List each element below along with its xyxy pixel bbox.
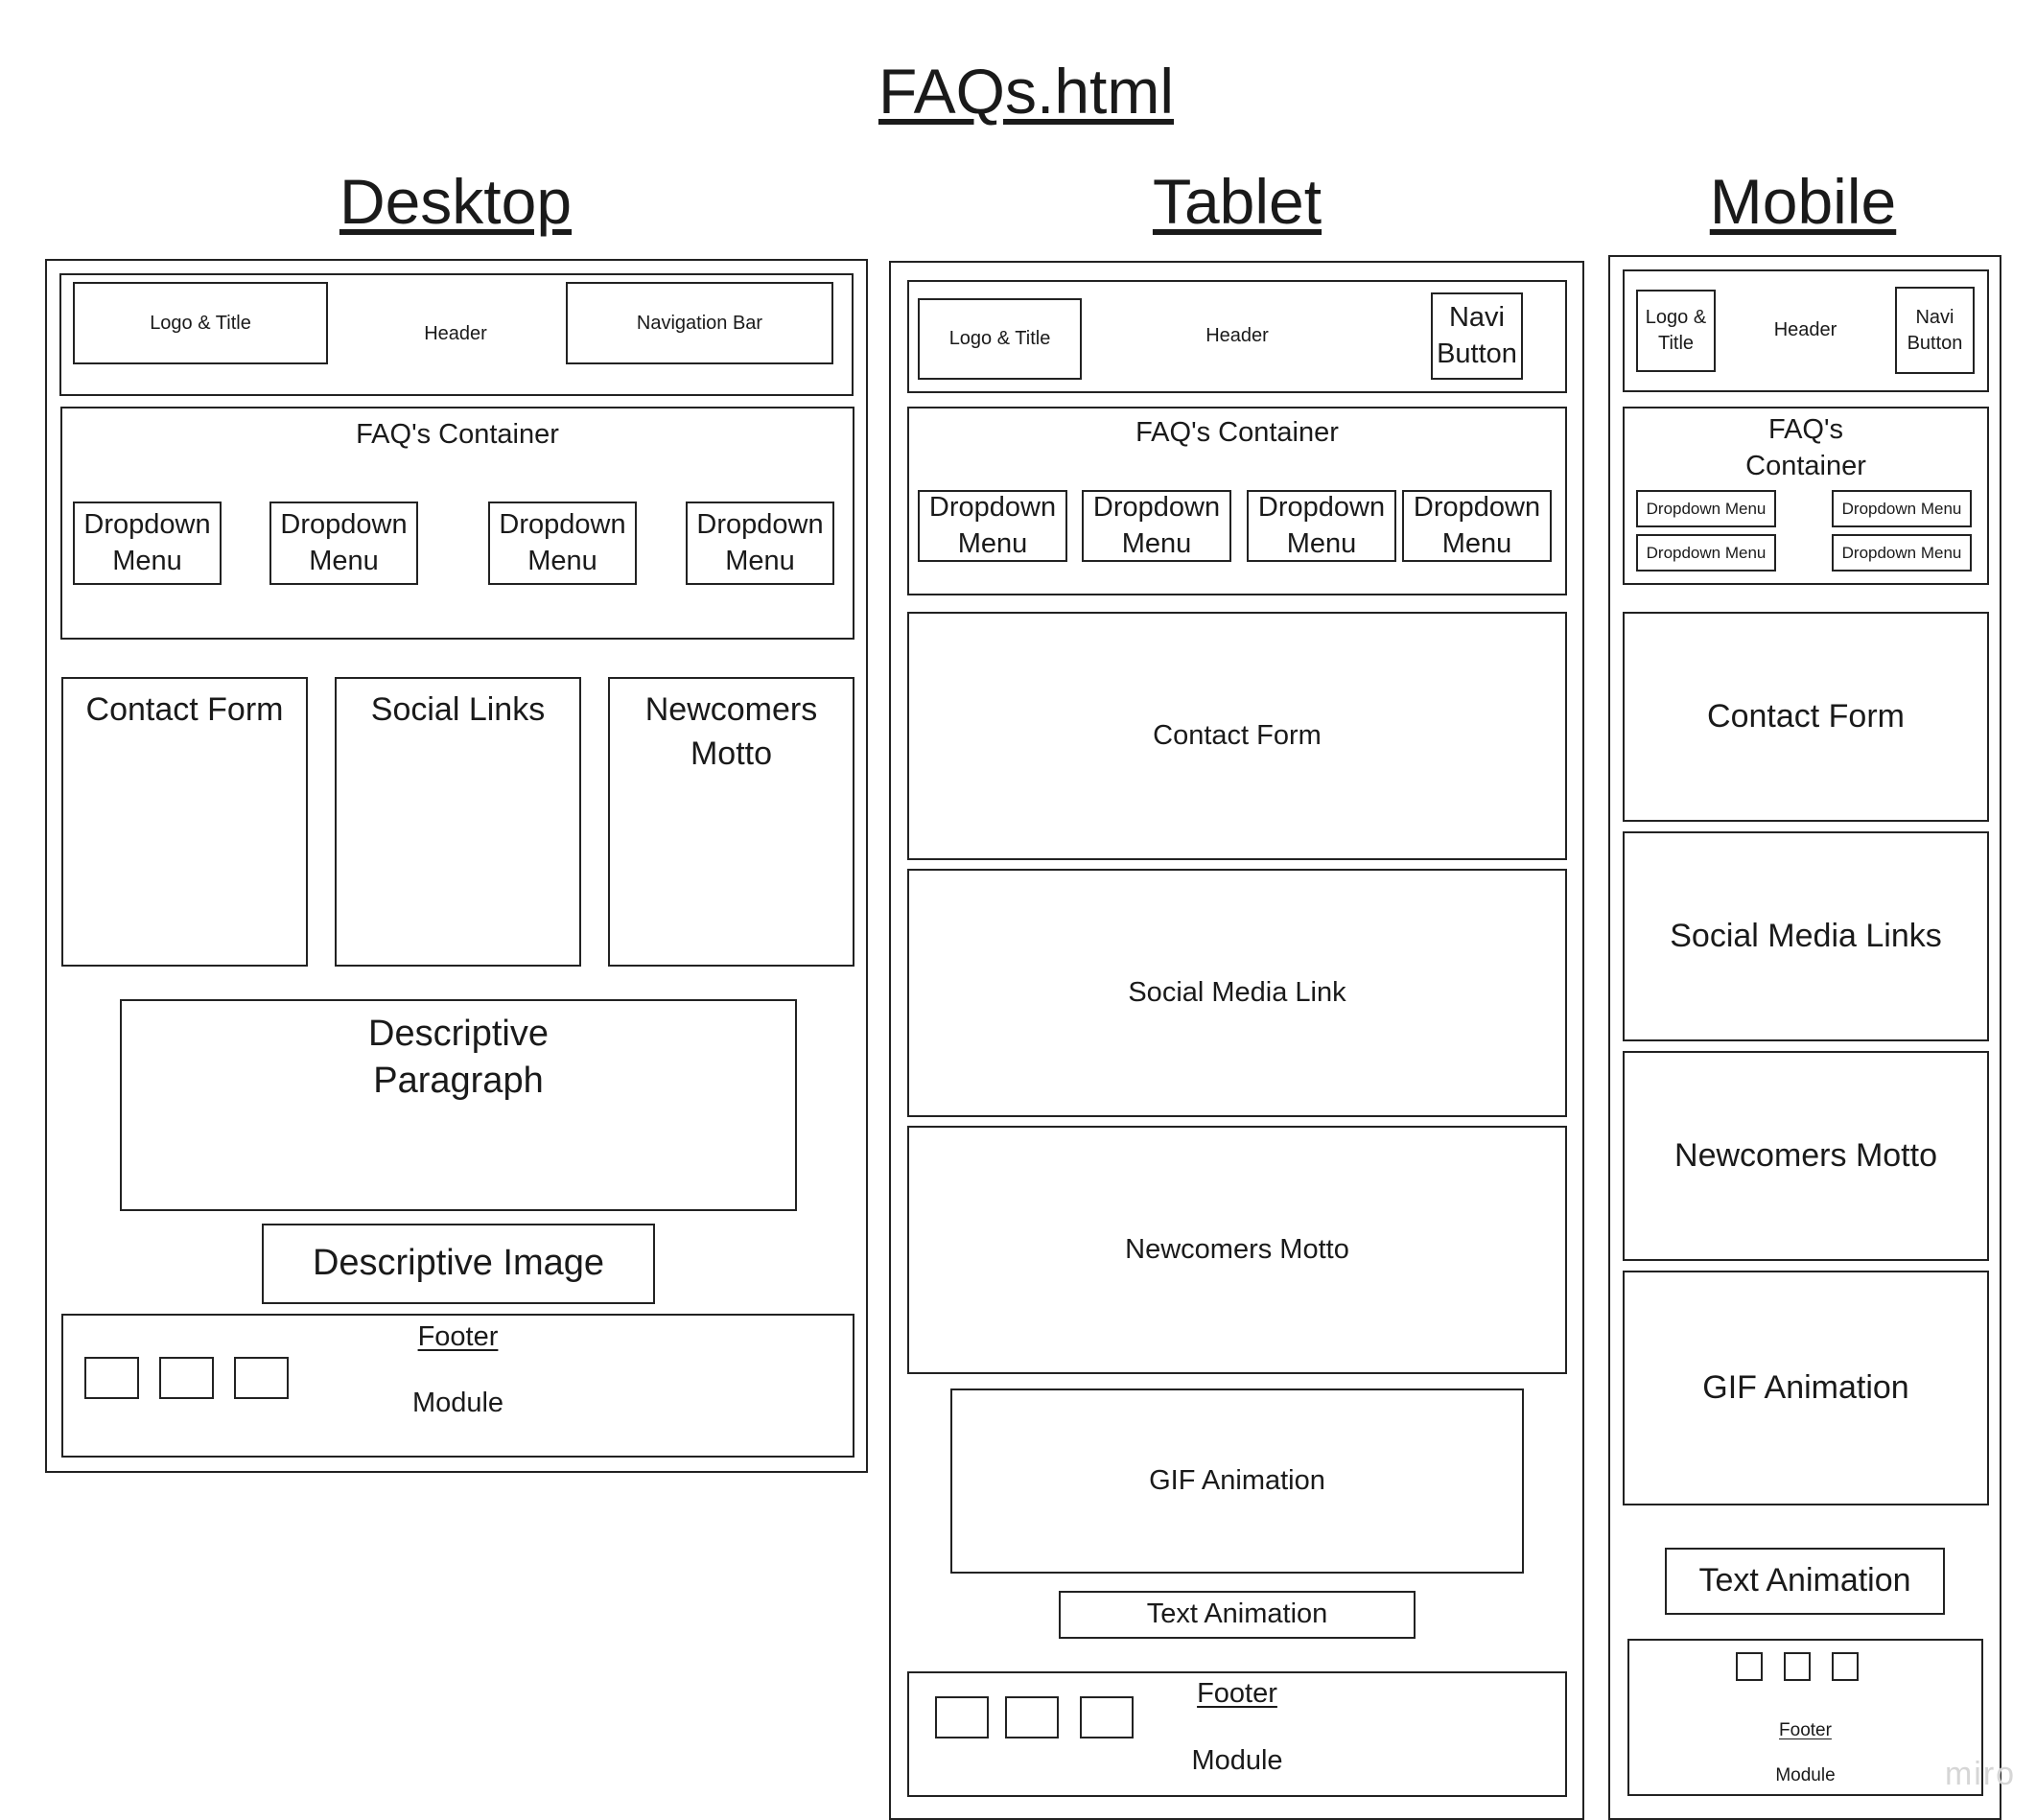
mobile-dropdown-menu: Dropdown Menu bbox=[1832, 490, 1972, 527]
page-title: FAQs.html bbox=[878, 56, 1175, 127]
mobile-text-animation: Text Animation bbox=[1665, 1548, 1945, 1615]
mobile-contact-form: Contact Form bbox=[1623, 612, 1989, 822]
mobile-header-label: Header bbox=[1773, 318, 1837, 340]
mobile-footer-label: Footer bbox=[1779, 1720, 1832, 1740]
tablet-dropdown-menu: Dropdown Menu bbox=[1082, 490, 1231, 562]
mobile-newcomers-motto: Newcomers Motto bbox=[1623, 1051, 1989, 1261]
desktop-footer-icon-placeholder bbox=[159, 1357, 214, 1399]
desktop-contact-form: Contact Form bbox=[61, 677, 308, 967]
miro-watermark: miro bbox=[1944, 1755, 2017, 1792]
tablet-gif-animation: GIF Animation bbox=[950, 1388, 1524, 1574]
desktop-dropdown-menu: Dropdown Menu bbox=[73, 502, 222, 585]
tablet-header-label: Header bbox=[1205, 324, 1269, 346]
tablet-dropdown-menu: Dropdown Menu bbox=[918, 490, 1067, 562]
desktop-column-title: Desktop bbox=[339, 166, 573, 237]
mobile-footer-icon-placeholder bbox=[1832, 1652, 1859, 1681]
desktop-social-links: Social Links bbox=[335, 677, 581, 967]
tablet-footer-icon-placeholder bbox=[935, 1696, 989, 1738]
desktop-descriptive-image: Descriptive Image bbox=[262, 1224, 655, 1304]
tablet-footer-label: Footer bbox=[1197, 1678, 1277, 1710]
tablet-newcomers-motto: Newcomers Motto bbox=[907, 1126, 1567, 1374]
desktop-dropdown-menu: Dropdown Menu bbox=[269, 502, 418, 585]
desktop-footer-module: Module bbox=[411, 1388, 504, 1419]
desktop-navigation-bar: Navigation Bar bbox=[566, 282, 833, 364]
desktop-newcomers-motto: Newcomers Motto bbox=[608, 677, 854, 967]
mobile-social-media-links: Social Media Links bbox=[1623, 831, 1989, 1041]
mobile-column-title: Mobile bbox=[1709, 166, 1897, 237]
desktop-footer-icon-placeholder bbox=[84, 1357, 139, 1399]
mobile-dropdown-menu: Dropdown Menu bbox=[1636, 534, 1776, 572]
tablet-dropdown-menu: Dropdown Menu bbox=[1402, 490, 1552, 562]
mobile-footer-module: Module bbox=[1775, 1765, 1836, 1785]
tablet-logo-title: Logo & Title bbox=[918, 298, 1082, 380]
tablet-social-media-link: Social Media Link bbox=[907, 869, 1567, 1117]
tablet-footer-icon-placeholder bbox=[1080, 1696, 1134, 1738]
mobile-logo-title: Logo & Title bbox=[1636, 290, 1716, 372]
desktop-dropdown-menu: Dropdown Menu bbox=[488, 502, 637, 585]
tablet-footer-icon-placeholder bbox=[1005, 1696, 1059, 1738]
desktop-faq-label: FAQ's Container bbox=[356, 419, 559, 451]
mobile-navi-button: Navi Button bbox=[1895, 287, 1975, 374]
tablet-text-animation: Text Animation bbox=[1059, 1591, 1416, 1639]
tablet-dropdown-menu: Dropdown Menu bbox=[1247, 490, 1396, 562]
desktop-descriptive-paragraph: Descriptive Paragraph bbox=[120, 999, 797, 1211]
tablet-footer bbox=[907, 1671, 1567, 1797]
mobile-footer-icon-placeholder bbox=[1784, 1652, 1811, 1681]
mobile-dropdown-menu: Dropdown Menu bbox=[1832, 534, 1972, 572]
desktop-logo-title: Logo & Title bbox=[73, 282, 328, 364]
mobile-footer-icon-placeholder bbox=[1736, 1652, 1763, 1681]
desktop-dropdown-menu: Dropdown Menu bbox=[686, 502, 834, 585]
mobile-dropdown-menu: Dropdown Menu bbox=[1636, 490, 1776, 527]
tablet-navi-button: Navi Button bbox=[1431, 292, 1523, 380]
tablet-column-title: Tablet bbox=[1152, 166, 1322, 237]
tablet-faq-label: FAQ's Container bbox=[1135, 417, 1339, 449]
desktop-footer bbox=[61, 1314, 854, 1458]
mobile-gif-animation: GIF Animation bbox=[1623, 1271, 1989, 1505]
tablet-footer-module: Module bbox=[1191, 1745, 1283, 1777]
desktop-header-label: Header bbox=[424, 322, 487, 344]
mobile-footer bbox=[1627, 1639, 1983, 1796]
mobile-faq-label: FAQ's Container bbox=[1745, 414, 1866, 481]
desktop-footer-icon-placeholder bbox=[234, 1357, 289, 1399]
desktop-footer-label: Footer bbox=[417, 1321, 499, 1353]
tablet-contact-form: Contact Form bbox=[907, 612, 1567, 860]
